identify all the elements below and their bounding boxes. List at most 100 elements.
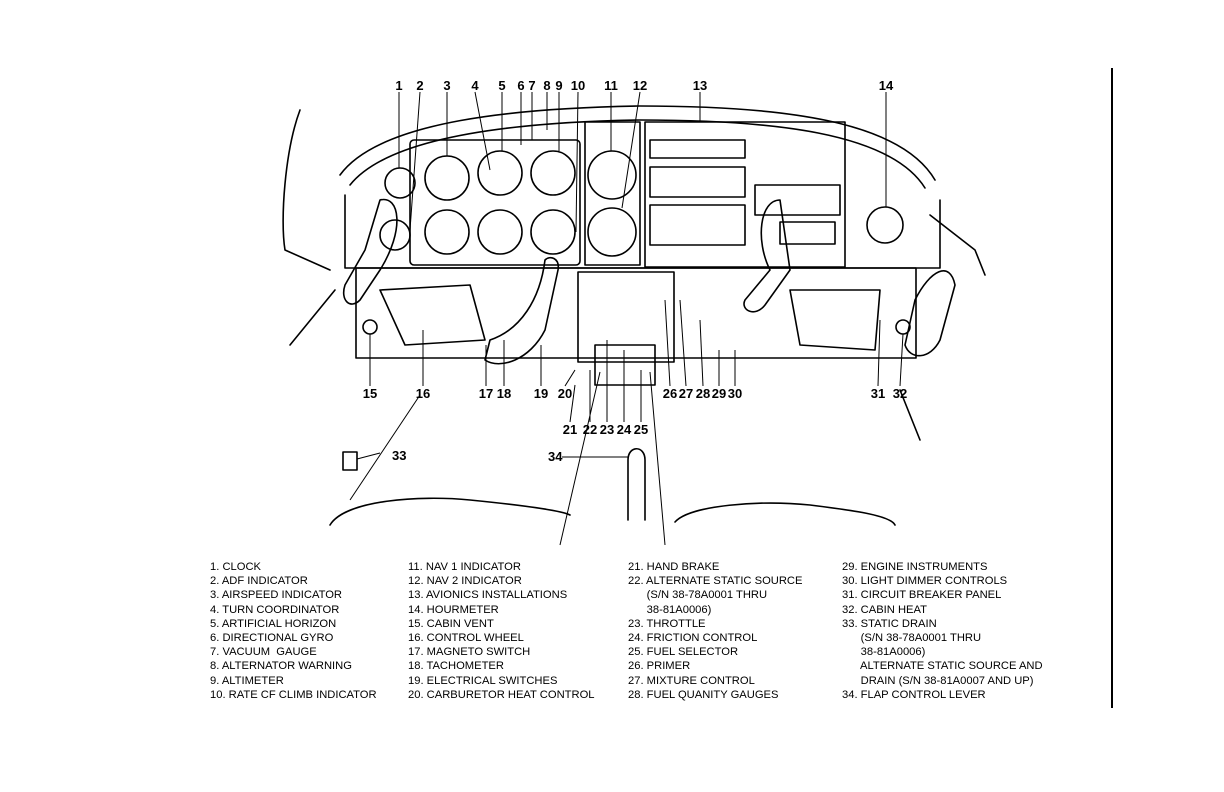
adf-gauge xyxy=(379,219,411,251)
legend-item: 20. CARBURETOR HEAT CONTROL xyxy=(408,688,595,701)
legend-item: 32. CABIN HEAT xyxy=(842,603,927,616)
legend-item: 12. NAV 2 INDICATOR xyxy=(408,575,522,588)
legend-item: 1. CLOCK xyxy=(210,561,261,573)
callout-22: 22 xyxy=(583,422,597,437)
callout-15: 15 xyxy=(363,386,377,401)
legend-item: 4. TURN COORDINATOR xyxy=(210,603,340,616)
legend-item: 6. DIRECTIONAL GYRO xyxy=(210,631,334,644)
glare-shield xyxy=(339,105,936,181)
altimeter-gauge xyxy=(530,150,576,196)
legend-item: 22. ALTERNATE STATIC SOURCE xyxy=(628,575,803,588)
throttle-quadrant xyxy=(577,271,675,363)
legend-item: 24. FRICTION CONTROL xyxy=(628,631,758,644)
leader-lines xyxy=(349,91,904,546)
callout-27: 27 xyxy=(679,386,693,401)
nav2-gauge xyxy=(587,207,637,257)
glare-shield-inner xyxy=(349,119,926,189)
avionics-radio-4 xyxy=(754,184,841,216)
callout-10: 10 xyxy=(571,78,585,93)
legend-item: 26. PRIMER xyxy=(628,660,691,673)
flap-control-lever xyxy=(627,447,646,521)
legend-item: 23. THROTTLE xyxy=(628,617,706,630)
legend-item: 28. FUEL QUANITY GAUGES xyxy=(628,688,779,701)
legend-item: 7. VACUUM GAUGE xyxy=(210,646,317,659)
legend-item: 2. ADF INDICATOR xyxy=(210,575,308,588)
cabin-vent xyxy=(362,319,378,335)
legend-item: 19. ELECTRICAL SWITCHES xyxy=(408,674,558,687)
control-wheel-right xyxy=(743,199,791,313)
callout-17: 17 xyxy=(479,386,493,401)
airspeed-gauge xyxy=(424,155,470,201)
legend-item: 5. ARTIFICIAL HORIZON xyxy=(210,617,337,630)
horizon-gauge xyxy=(424,209,470,255)
callout-8: 8 xyxy=(543,78,550,93)
legend-item: 13. AVIONICS INSTALLATIONS xyxy=(408,589,568,602)
legend-item: 31. CIRCUIT BREAKER PANEL xyxy=(842,589,1002,602)
legend-item: (S/N 38-78A0001 THRU xyxy=(628,589,768,602)
callout-18: 18 xyxy=(497,386,511,401)
callout-1: 1 xyxy=(395,78,402,93)
legend-item: 38-81A0006) xyxy=(842,646,926,659)
callout-30: 30 xyxy=(728,386,742,401)
avionics-stack xyxy=(644,121,846,268)
callout-3: 3 xyxy=(443,78,450,93)
callout-23: 23 xyxy=(600,422,614,437)
pilot-hand-left xyxy=(484,256,560,365)
callout-21: 21 xyxy=(563,422,577,437)
callout-4: 4 xyxy=(471,78,479,93)
callout-33: 33 xyxy=(392,448,406,463)
nav-instrument-frame xyxy=(584,121,641,266)
clock-gauge xyxy=(384,167,416,199)
legend-item: (S/N 38-78A0001 THRU xyxy=(842,631,982,644)
panel-outline xyxy=(344,194,941,269)
legend-item: 15. CABIN VENT xyxy=(408,617,494,630)
legend-item: 33. STATIC DRAIN xyxy=(842,617,937,630)
legend-item: 3. AIRSPEED INDICATOR xyxy=(210,589,343,602)
hourmeter-gauge xyxy=(866,206,904,244)
legend-item: 34. FLAP CONTROL LEVER xyxy=(842,688,986,701)
legend-item: 14. HOURMETER xyxy=(408,603,499,616)
static-drain-plate xyxy=(342,451,358,471)
climb-gauge xyxy=(530,209,576,255)
avionics-radio-5 xyxy=(779,221,836,245)
legend-item: 38-81A0006) xyxy=(628,603,712,616)
callout-32: 32 xyxy=(893,386,907,401)
callout-2: 2 xyxy=(416,78,423,93)
flight-instrument-frame xyxy=(409,139,581,266)
legend-item: ALTERNATE STATIC SOURCE AND xyxy=(842,660,1043,673)
legend-item: 18. TACHOMETER xyxy=(408,660,504,673)
left-window-line xyxy=(289,289,336,346)
legend-item: 17. MAGNETO SWITCH xyxy=(408,646,531,659)
legend-item: 29. ENGINE INSTRUMENTS xyxy=(842,561,988,573)
callout-20: 20 xyxy=(558,386,572,401)
callout-12: 12 xyxy=(633,78,647,93)
callout-28: 28 xyxy=(696,386,710,401)
callout-34: 34 xyxy=(548,449,563,464)
callout-19: 19 xyxy=(534,386,548,401)
callout-13: 13 xyxy=(693,78,707,93)
avionics-radio-1 xyxy=(649,139,746,159)
control-column-right xyxy=(789,289,881,351)
center-console xyxy=(594,344,656,386)
callout-16: 16 xyxy=(416,386,430,401)
turn-coordinator-gauge xyxy=(477,150,523,196)
right-sidewall xyxy=(929,214,986,276)
callout-26: 26 xyxy=(663,386,677,401)
right-seat xyxy=(674,502,896,526)
avionics-radio-2 xyxy=(649,166,746,198)
legend-item: 9. ALTIMETER xyxy=(210,674,284,687)
callout-5: 5 xyxy=(498,78,505,93)
callout-14: 14 xyxy=(879,78,894,93)
left-seat xyxy=(329,497,571,526)
legend-item: 16. CONTROL WHEEL xyxy=(408,631,524,644)
callout-29: 29 xyxy=(712,386,726,401)
control-wheel-left xyxy=(342,198,398,305)
